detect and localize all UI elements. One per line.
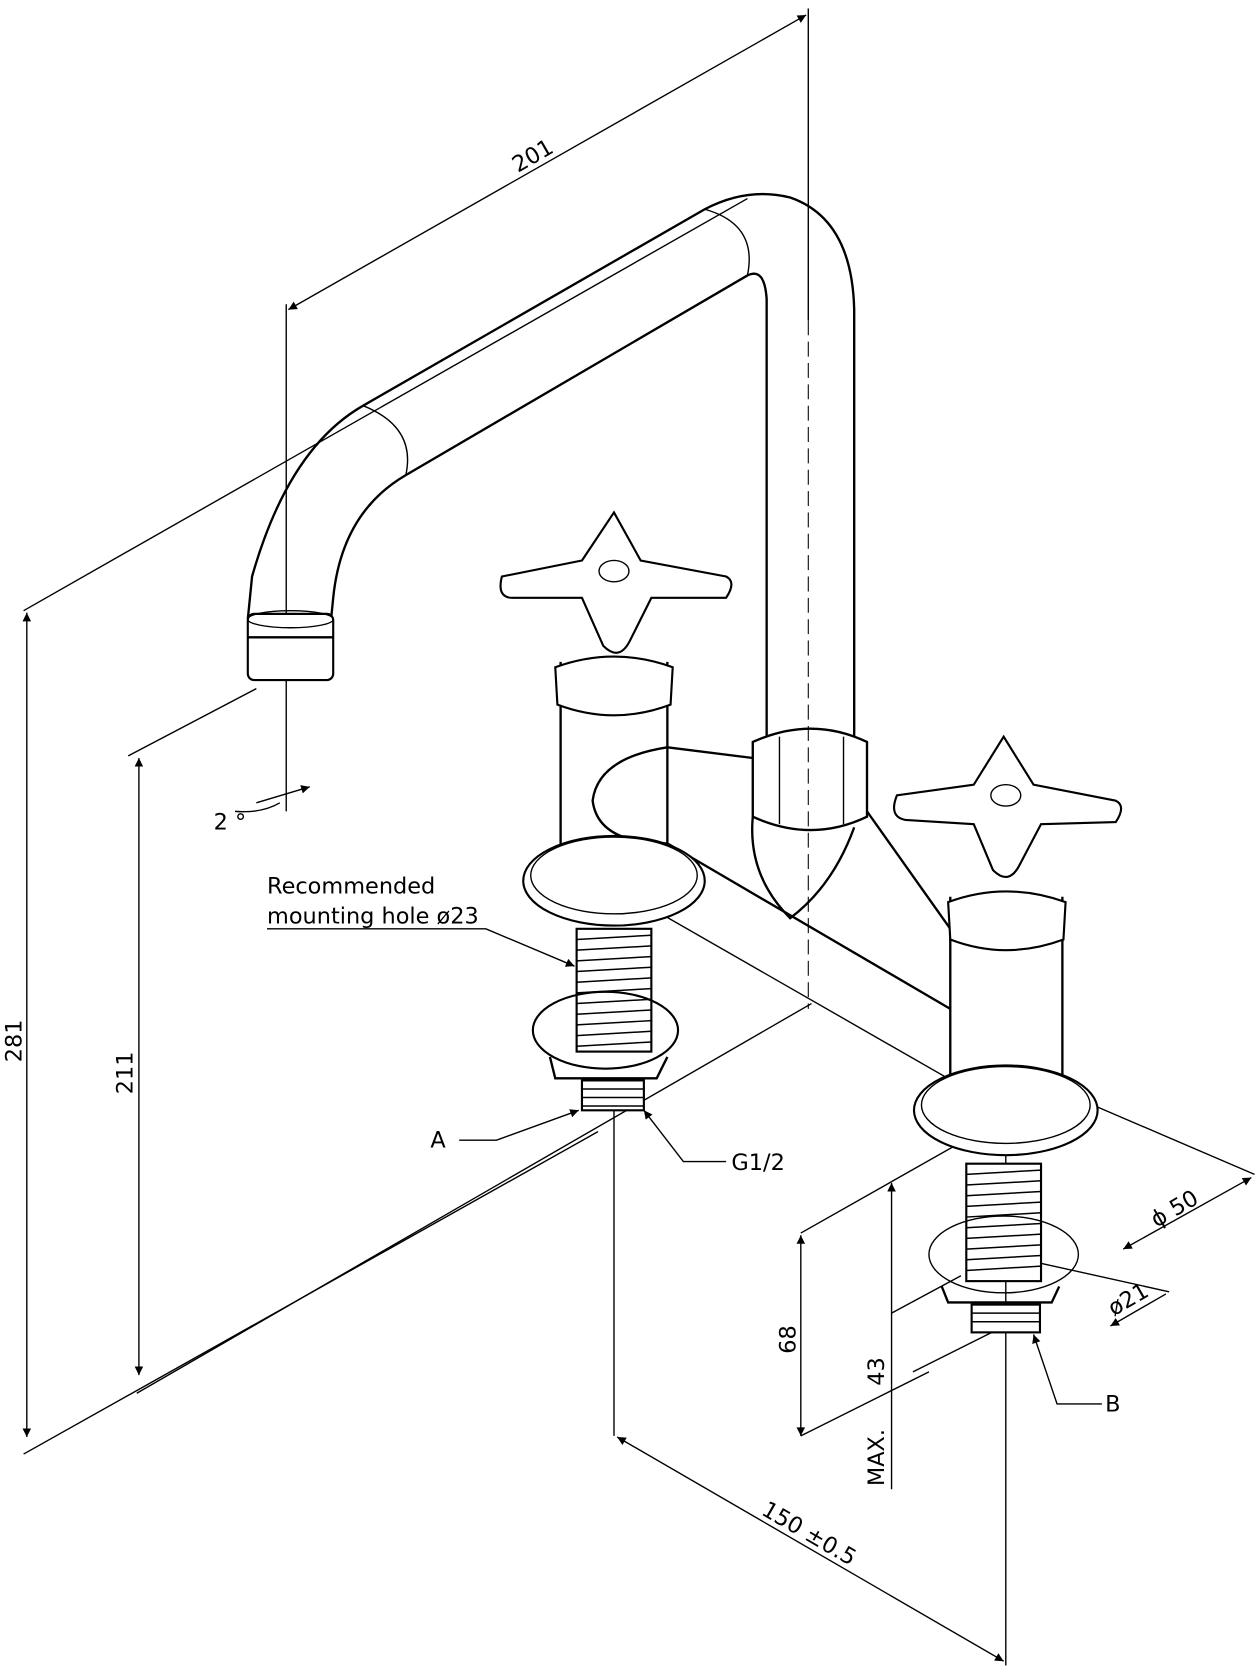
dim-spout-angle: 2 ° [214,810,247,836]
label-b: B [1105,1391,1120,1417]
dim-spout-reach: 201 [508,134,558,178]
bridge-body [591,727,952,1010]
dim-outlet-height: 211 [112,1052,138,1095]
note-mounting-hole-1: Recommended [267,874,435,900]
dim-max-deck: 43 [864,1357,890,1386]
dimension-lines [22,14,1252,1662]
dim-shank-length: 68 [775,1325,801,1354]
spout [246,192,856,737]
label-a: A [430,1128,446,1154]
label-thread: G1/2 [731,1150,784,1176]
dim-max-label: MAX. [864,1429,890,1486]
right-valve [893,734,1123,1334]
dim-centres: 150 ±0.5 [757,1497,860,1572]
extension-lines [23,8,1255,1666]
leaders [267,928,1102,1405]
note-mounting-hole-2: mounting hole ø23 [267,903,479,929]
left-valve [499,510,733,1112]
dim-total-height: 281 [1,1019,27,1062]
dim-flange-dia: ϕ 50 [1146,1185,1203,1233]
